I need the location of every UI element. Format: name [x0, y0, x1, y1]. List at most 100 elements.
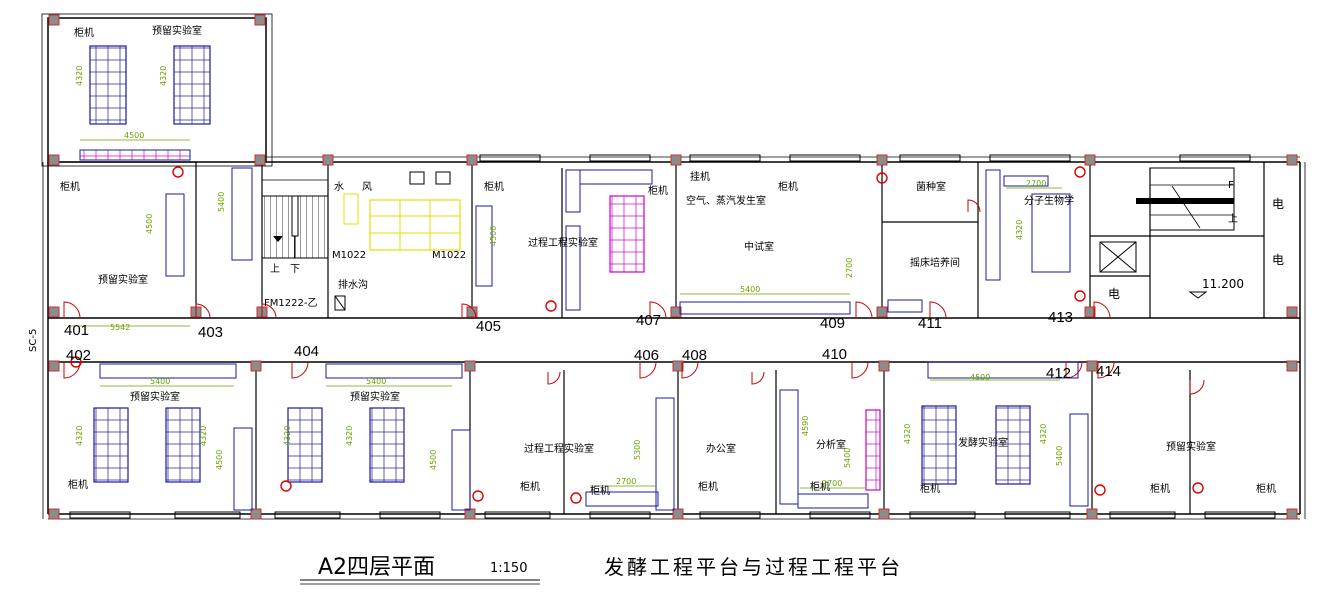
hydrant-marker	[570, 492, 582, 504]
wall-cabinet	[779, 389, 799, 505]
electric-room-label: 电	[1272, 253, 1284, 267]
room-number-407: 407	[636, 312, 661, 329]
column	[1286, 306, 1298, 318]
column	[672, 508, 684, 520]
column	[254, 14, 266, 26]
dimension-d4320-a: 4320	[75, 66, 84, 86]
cabinet-label: 柜机	[920, 482, 940, 495]
stair-up-label: 上	[1228, 213, 1238, 225]
window	[1204, 511, 1276, 519]
room-label-fermentation-lab: 发酵实验室	[958, 436, 1008, 449]
window	[479, 154, 541, 162]
room-label-reserved-lab-414: 预留实验室	[1166, 440, 1216, 453]
dimension-d2700-mol: 2700	[1026, 179, 1046, 188]
room-label-air-steam-room: 空气、蒸汽发生室	[686, 194, 766, 207]
dimension-d4500-s2: 4500	[429, 450, 438, 470]
stair-west	[261, 179, 329, 259]
column	[48, 360, 60, 372]
dimension-d4500-v: 4500	[145, 214, 154, 234]
room-number-409: 409	[820, 315, 845, 332]
wall-cabinet	[565, 169, 581, 213]
cabinet-label: 柜机	[74, 26, 94, 39]
elevator-shaft	[1099, 241, 1137, 273]
room-number-404: 404	[294, 343, 319, 360]
column	[672, 360, 684, 372]
room-label-office: 办公室	[706, 442, 736, 455]
column	[1086, 360, 1098, 372]
column	[1286, 360, 1298, 372]
window	[909, 511, 976, 519]
lab-bench	[89, 45, 127, 125]
cabinet-label: 柜机	[1150, 482, 1170, 495]
elevation-label: 11.200	[1202, 277, 1244, 291]
hydrant-marker	[545, 300, 557, 312]
axis-label: SC-5	[28, 329, 39, 352]
door-code-label: FM1222-乙	[264, 297, 317, 309]
window	[989, 154, 1071, 162]
column	[878, 508, 890, 520]
dimension-d4320-s5: 4320	[903, 424, 912, 444]
door	[63, 301, 81, 319]
column	[1086, 508, 1098, 520]
column	[250, 508, 262, 520]
room-label-process-lab-north: 过程工程实验室	[528, 236, 598, 249]
wall-cabinet	[1003, 175, 1049, 187]
door	[681, 361, 699, 379]
dimension-d4320-s3: 4320	[283, 426, 292, 446]
dimension-d4320-b: 4320	[159, 66, 168, 86]
door	[639, 361, 657, 379]
stair-east	[1136, 167, 1235, 231]
hydrant-marker	[1094, 484, 1106, 496]
stair-down-label: 下	[290, 264, 300, 275]
wall-cabinet	[231, 167, 253, 261]
column	[464, 360, 476, 372]
lab-bench	[609, 195, 645, 273]
lab-bench	[865, 409, 881, 491]
lab-bench	[173, 45, 211, 125]
dimension-d4500-s1: 4500	[215, 450, 224, 470]
door	[1093, 301, 1111, 319]
window	[174, 511, 241, 519]
hydrant-marker	[1192, 482, 1204, 494]
lab-bench	[93, 407, 129, 483]
door	[63, 361, 81, 379]
dimension-d5542: 5542	[110, 323, 130, 332]
column	[1286, 154, 1298, 166]
room-label-reserved-lab-402: 预留实验室	[130, 390, 180, 403]
door	[291, 361, 309, 379]
window	[1179, 154, 1251, 162]
room-label-fermenter-room: 摇床培养间	[910, 256, 960, 269]
hydrant-marker	[1074, 166, 1086, 178]
column	[1286, 508, 1298, 520]
dimension-d4500-proc: 4500	[489, 226, 498, 246]
room-label-analysis-room: 分析室	[816, 438, 846, 451]
cabinet-label: 柜机	[484, 180, 504, 193]
wall-cabinet	[655, 397, 675, 511]
door	[461, 303, 477, 319]
electric-room-label: 电	[1108, 287, 1120, 301]
door-code-label: M1022	[332, 250, 366, 261]
room-number-402: 402	[66, 347, 91, 364]
cabinet-label: 柜机	[810, 480, 830, 493]
room-number-410: 410	[822, 346, 847, 363]
wall-cabinet	[679, 301, 851, 315]
column	[250, 360, 262, 372]
door	[851, 361, 869, 379]
doors	[63, 199, 1205, 395]
column	[878, 360, 890, 372]
room-label-reserved-lab-nw-top: 预留实验室	[152, 24, 202, 37]
water-label: 水	[334, 181, 344, 193]
hydrant-marker	[1074, 290, 1086, 302]
dimension-d4320-s6: 4320	[1039, 424, 1048, 444]
column	[876, 306, 888, 318]
door	[649, 301, 667, 319]
column	[48, 306, 60, 318]
cabinet-label: 柜机	[520, 480, 540, 493]
door	[261, 303, 277, 319]
hydrant-marker	[280, 480, 292, 492]
wind-label: 风	[362, 181, 372, 193]
wall-cabinet	[585, 491, 659, 507]
wall-cabinet	[579, 169, 653, 185]
dimension-d2700-s2: 2700	[822, 479, 842, 488]
wall-cabinet	[797, 493, 869, 509]
